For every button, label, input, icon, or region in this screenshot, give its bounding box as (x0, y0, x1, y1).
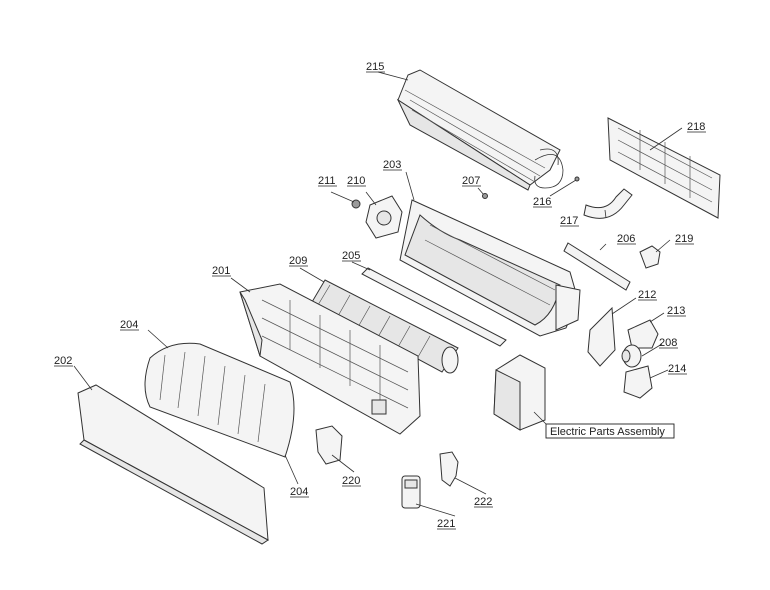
part-219-clip (639, 245, 661, 269)
electric-parts-callout: Electric Parts Assembly (545, 423, 675, 439)
label-218: 218 (687, 121, 705, 133)
label-216: 216 (533, 196, 551, 208)
part-206-drain-hose (563, 242, 631, 291)
label-205: 205 (342, 250, 360, 262)
part-222-remote-holder (439, 451, 459, 487)
label-221: 221 (437, 518, 455, 530)
part-204-air-filter (144, 342, 295, 458)
label-207: 207 (462, 175, 480, 187)
part-211-screw (351, 199, 361, 209)
label-217: 217 (560, 215, 578, 227)
part-215-heat-exchanger (396, 69, 564, 191)
electric-parts-assembly (493, 354, 546, 431)
label-215: 215 (366, 61, 384, 73)
label-220: 220 (342, 475, 360, 487)
leader-lines (73, 71, 683, 517)
part-218-mounting-plate (607, 117, 721, 219)
part-216-sensor (549, 176, 580, 197)
label-211: 211 (318, 175, 336, 187)
label-209: 209 (289, 255, 307, 267)
label-201: 201 (212, 265, 230, 277)
label-206: 206 (617, 233, 635, 245)
part-205-strip (361, 267, 507, 347)
label-203: 203 (383, 159, 401, 171)
label-214: 214 (668, 363, 686, 375)
part-208-fan-motor (621, 344, 642, 368)
electric-parts-label: Electric Parts Assembly (550, 426, 665, 438)
part-207-screw (477, 187, 488, 199)
part-221-remote-controller (401, 475, 421, 509)
label-202: 202 (54, 355, 72, 367)
part-210-bracket (365, 195, 403, 239)
label-204-bottom: 204 (290, 486, 308, 498)
label-210: 210 (347, 175, 365, 187)
part-203-base-frame (399, 199, 581, 337)
label-208: 208 (659, 337, 677, 349)
label-219: 219 (675, 233, 693, 245)
label-222: 222 (474, 496, 492, 508)
part-201-front-frame (239, 283, 421, 435)
part-220-cover (315, 425, 343, 465)
part-212-cover (587, 306, 616, 367)
part-209-crossflow-fan (311, 279, 459, 374)
part-217-pipe-elbow (583, 188, 633, 219)
label-204-top: 204 (120, 319, 138, 331)
label-212: 212 (638, 289, 656, 301)
part-labels: 215 218 203 211 210 207 216 217 206 219 … (54, 61, 706, 530)
part-213-bracket (627, 319, 659, 349)
label-213: 213 (667, 305, 685, 317)
part-214-holder (623, 365, 653, 399)
part-202-front-panel (77, 384, 269, 545)
